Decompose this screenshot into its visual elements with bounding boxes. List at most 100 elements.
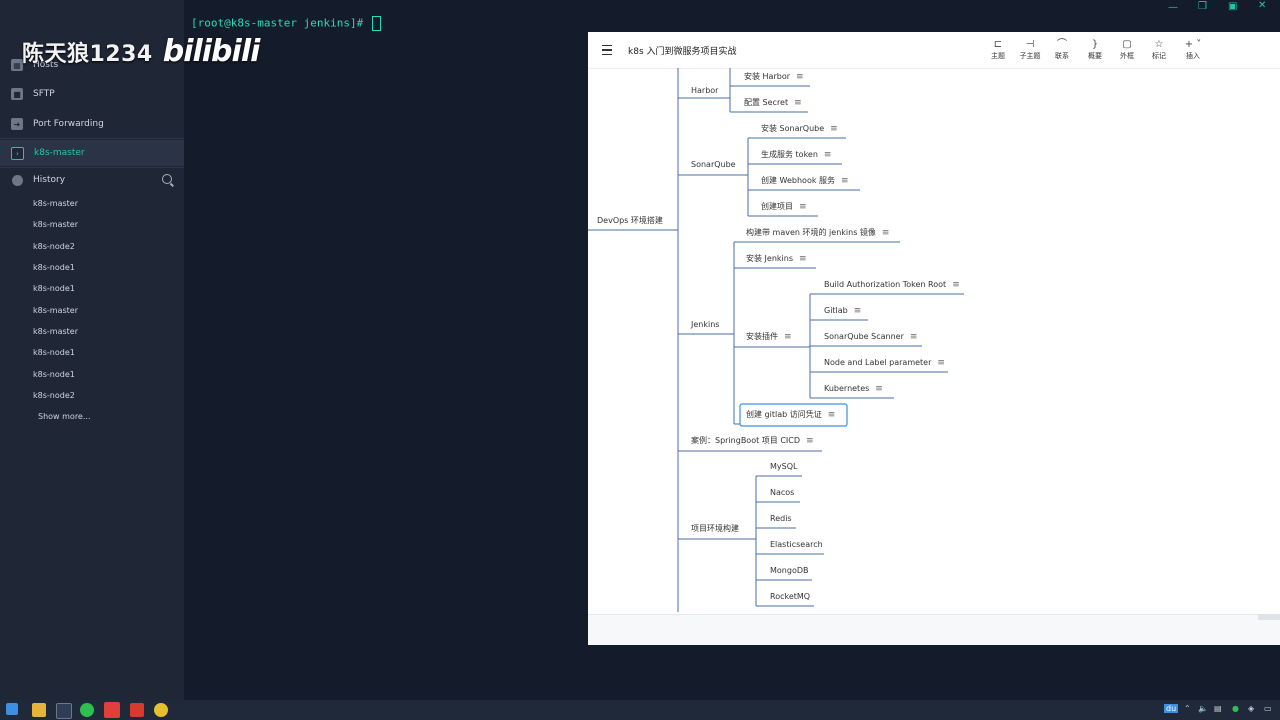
sidebar-item-k8s-master[interactable]: › k8s-master (0, 140, 184, 166)
relationship-button[interactable]: ⌒联系 (1048, 39, 1076, 61)
network-icon[interactable]: ▤ (1214, 704, 1222, 713)
sidebar-item-label: k8s-master (34, 148, 85, 158)
file-explorer-icon[interactable] (32, 703, 46, 717)
mindmap-node-redis[interactable]: Redis (770, 514, 792, 523)
mindmap-node-root[interactable]: DevOps 环境搭建 (597, 216, 663, 225)
note-icon[interactable]: ≡ (830, 124, 838, 134)
history-item[interactable]: k8s-node1 (33, 370, 75, 379)
history-item[interactable]: k8s-node1 (33, 284, 75, 293)
mindmap-node-plugin-gitlab[interactable]: Gitlab≡ (824, 306, 862, 316)
note-icon[interactable]: ≡ (909, 332, 918, 342)
maximize-icon[interactable]: ▣ (1228, 1, 1238, 12)
mindmap-node-gitlab-credential[interactable]: 创建 gitlab 访问凭证≡ (746, 410, 836, 420)
mindmap-node-jenkins-image[interactable]: 构建带 maven 环境的 jenkins 镜像≡ (746, 228, 890, 238)
sidebar-item-label: Port Forwarding (33, 119, 104, 129)
mindmap-node-harbor[interactable]: Harbor (691, 86, 719, 95)
history-item[interactable]: k8s-master (33, 199, 78, 208)
input-method-icon[interactable]: du (1164, 704, 1179, 713)
note-icon[interactable]: ≡ (796, 72, 804, 82)
note-icon[interactable]: ≡ (823, 150, 832, 160)
marker-button[interactable]: ☆标记 (1145, 39, 1173, 61)
sidebar-item-hosts[interactable]: ▦ Hosts (0, 52, 184, 78)
horizontal-scrollbar[interactable] (1258, 614, 1280, 620)
topic-button[interactable]: ⊏主题 (984, 39, 1012, 61)
note-icon[interactable]: ≡ (952, 280, 960, 290)
terminal-cursor (371, 16, 381, 31)
minimize-icon[interactable]: — (1168, 2, 1178, 13)
tray-app-icon[interactable]: ◈ (1248, 704, 1255, 713)
windows-start-icon[interactable] (6, 703, 18, 715)
mindmap-connectors (588, 68, 964, 612)
subtopic-button[interactable]: ⊣子主题 (1016, 39, 1044, 61)
chrome-icon[interactable] (154, 703, 168, 717)
history-item[interactable]: k8s-master (33, 220, 78, 229)
mindmap-node-harbor-install[interactable]: 安装 Harbor≡ (744, 72, 804, 82)
mindmap-node-plugin-sonar-scanner[interactable]: SonarQube Scanner≡ (824, 332, 918, 342)
note-icon[interactable]: ≡ (806, 436, 814, 446)
sidebar-item-port-forwarding[interactable]: ➜ Port Forwarding (0, 111, 184, 137)
sidebar-item-sftp[interactable]: ■ SFTP (0, 81, 184, 107)
mindmap-node-plugin-token-root[interactable]: Build Authorization Token Root≡ (824, 280, 960, 290)
mindmap-node-plugin-node-label[interactable]: Node and Label parameter≡ (824, 358, 945, 368)
note-icon[interactable]: ≡ (799, 202, 807, 212)
app-icon[interactable] (104, 702, 120, 718)
mindmap-node-env[interactable]: 项目环境构建 (691, 524, 739, 533)
wps-icon[interactable] (130, 703, 144, 717)
mindmap-node-jenkins-plugins[interactable]: 安装插件≡ (746, 332, 792, 342)
note-icon[interactable]: ≡ (853, 306, 862, 316)
note-icon[interactable]: ≡ (784, 332, 792, 342)
history-item[interactable]: k8s-node2 (33, 242, 75, 251)
browser-icon[interactable] (56, 703, 72, 719)
taskbar: du ⌃ 🔈 ▤ ● ◈ ▭ (0, 700, 1280, 720)
watermark: 陈天狼1234 bilibili (22, 34, 260, 69)
volume-icon[interactable]: 🔈 (1198, 704, 1208, 713)
terminal-output[interactable]: [root@k8s-master jenkins]# (191, 16, 381, 31)
history-item[interactable]: k8s-master (33, 327, 78, 336)
mindmap-node-nacos[interactable]: Nacos (770, 488, 795, 497)
search-icon[interactable] (162, 174, 172, 184)
sidebar-item-label: SFTP (33, 89, 55, 99)
history-label: History (33, 175, 66, 185)
forward-arrow-icon: ➜ (11, 118, 23, 130)
divider (0, 167, 184, 168)
mindmap-node-harbor-secret[interactable]: 配置 Secret≡ (744, 98, 802, 108)
mindmap-node-elasticsearch[interactable]: Elasticsearch (770, 540, 823, 549)
mindmap-node-sonar-project[interactable]: 创建项目≡ (761, 202, 807, 212)
mindmap-node-jenkins[interactable]: Jenkins (691, 320, 720, 329)
notification-icon[interactable]: ▭ (1264, 704, 1272, 713)
mindmap-node-jenkins-install[interactable]: 安装 Jenkins≡ (746, 254, 807, 264)
note-icon[interactable]: ≡ (881, 228, 890, 238)
note-icon[interactable]: ≡ (827, 410, 836, 420)
note-icon[interactable]: ≡ (799, 254, 807, 264)
note-icon[interactable]: ≡ (875, 384, 883, 394)
summary-icon: } (1091, 39, 1099, 50)
restore-icon[interactable]: ❐ (1198, 1, 1207, 12)
mindmap-node-mongodb[interactable]: MongoDB (770, 566, 809, 575)
mindmap-node-sonar-install[interactable]: 安装 SonarQube≡ (761, 124, 838, 134)
mindmap-node-sonar-webhook[interactable]: 创建 Webhook 服务≡ (761, 176, 849, 186)
note-icon[interactable]: ≡ (841, 176, 849, 186)
history-item[interactable]: k8s-node1 (33, 263, 75, 272)
history-item[interactable]: k8s-master (33, 306, 78, 315)
security-icon[interactable]: ● (1232, 704, 1239, 713)
close-icon[interactable]: ✕ (1258, 0, 1267, 11)
tray-chevron-icon[interactable]: ⌃ (1184, 704, 1191, 713)
mindmap-node-rocketmq[interactable]: RocketMQ (770, 592, 811, 601)
wechat-icon[interactable] (80, 703, 94, 717)
mindmap-node-sonarqube[interactable]: SonarQube (691, 160, 736, 169)
mindmap-node-case[interactable]: 案例：SpringBoot 项目 CICD≡ (691, 436, 814, 446)
boundary-button[interactable]: ▢外框 (1113, 39, 1141, 61)
history-item[interactable]: k8s-node2 (33, 391, 75, 400)
show-more-link[interactable]: Show more... (38, 412, 91, 421)
mindmap-node-sonar-token[interactable]: 生成服务 token≡ (761, 150, 832, 160)
terminal-icon: › (11, 146, 24, 160)
mindmap-node-plugin-kubernetes[interactable]: Kubernetes≡ (824, 384, 883, 394)
menu-icon[interactable] (602, 45, 612, 55)
mindmap-node-mysql[interactable]: MySQL (770, 462, 798, 471)
note-icon[interactable]: ≡ (794, 98, 802, 108)
mindmap-toolbar: k8s 入门到微服务项目实战 ⊏主题 ⊣子主题 ⌒联系 }概要 ▢外框 ☆标记 … (588, 32, 1280, 69)
summary-button[interactable]: }概要 (1081, 39, 1109, 61)
history-item[interactable]: k8s-node1 (33, 348, 75, 357)
note-icon[interactable]: ≡ (937, 358, 945, 368)
insert-button[interactable]: + ˅插入 (1179, 39, 1207, 61)
